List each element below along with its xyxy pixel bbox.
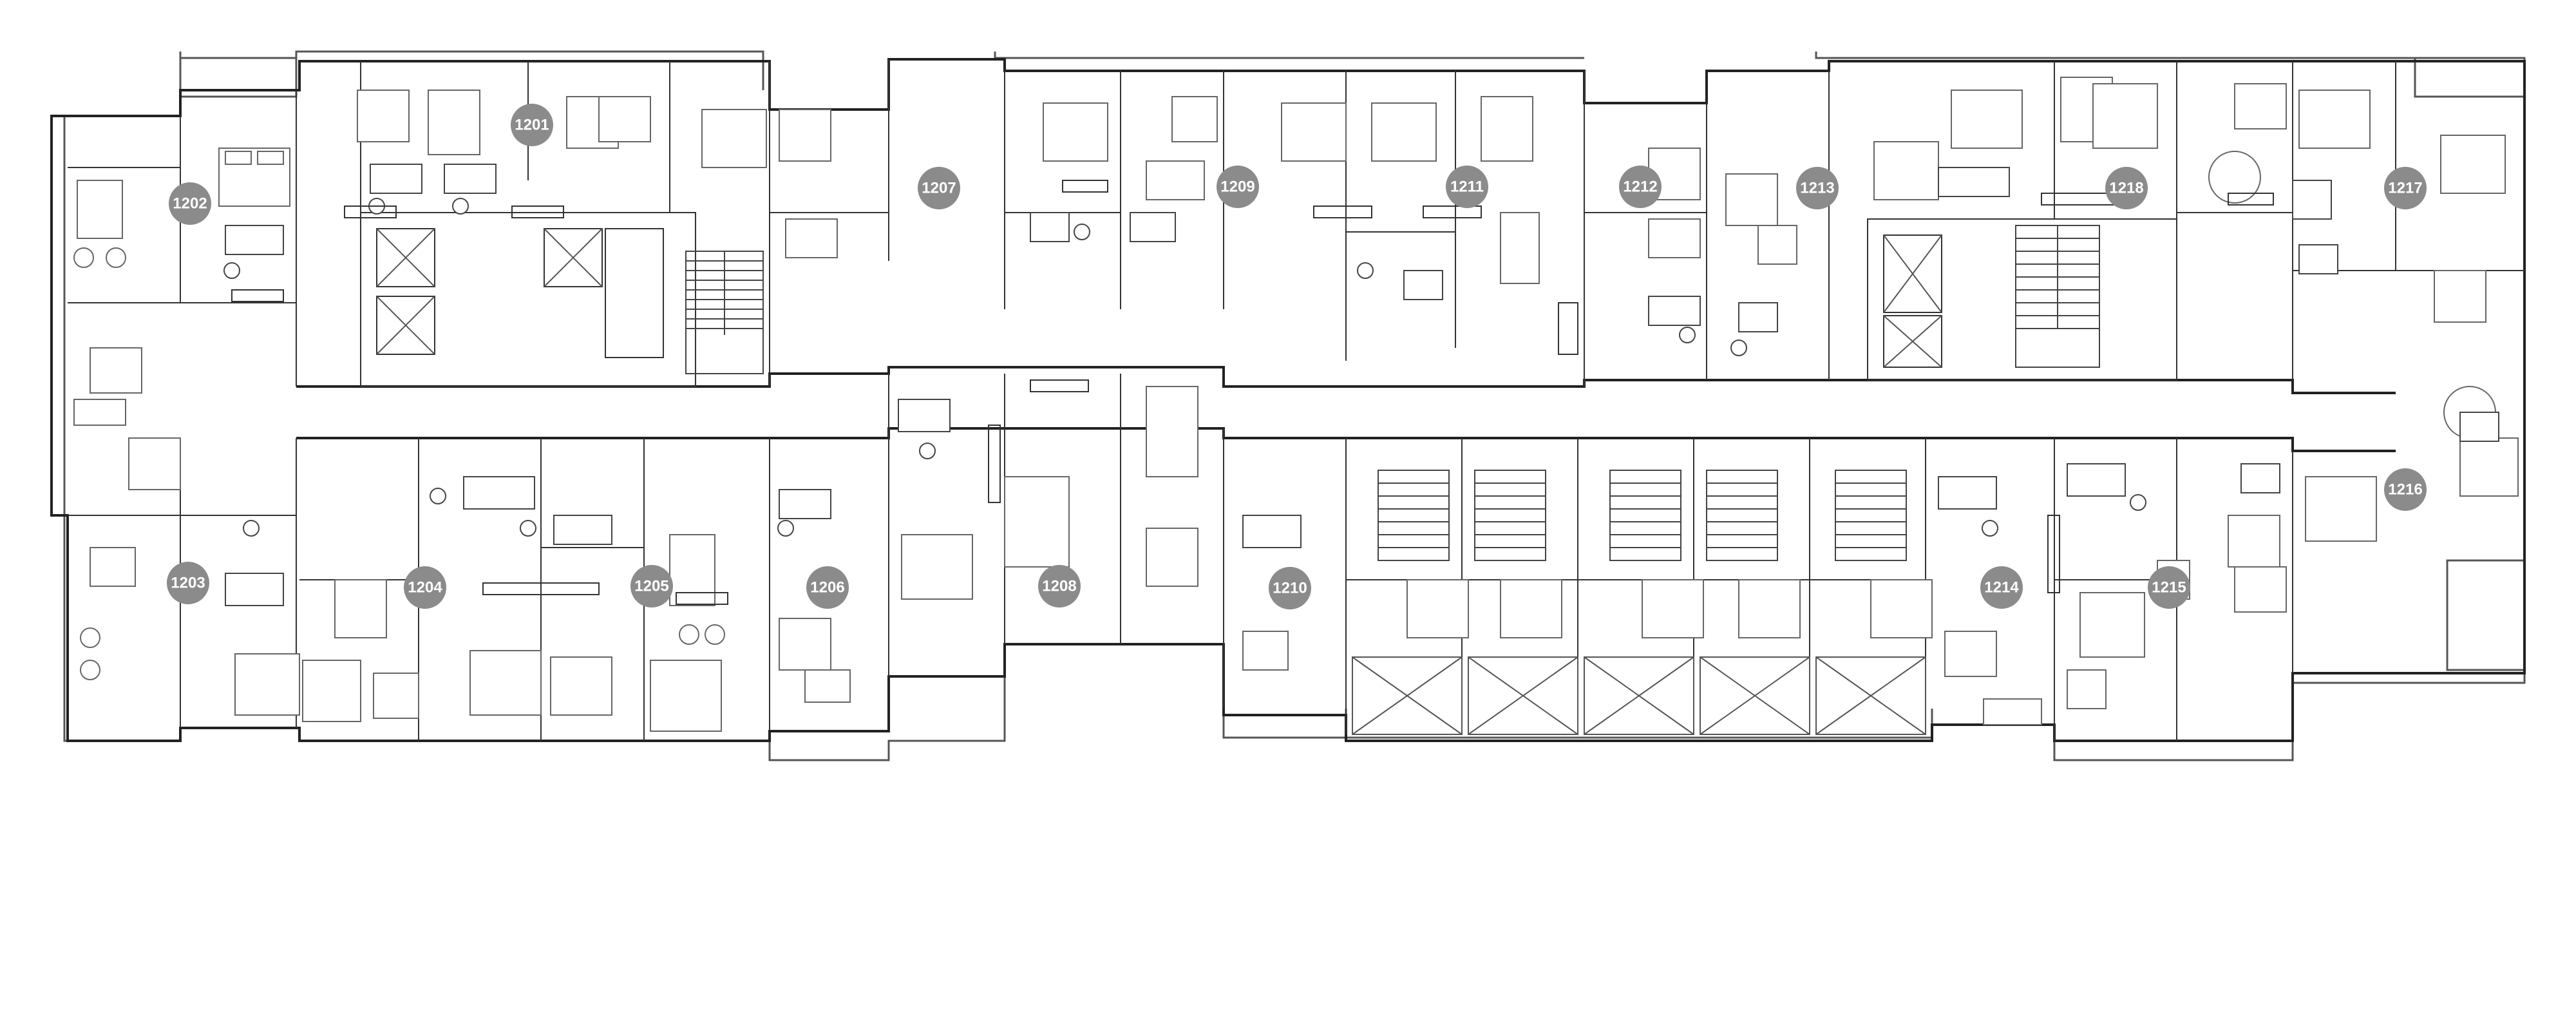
unit-number: 1206 (810, 579, 844, 597)
unit-number: 1202 (173, 195, 207, 213)
unit-1212[interactable]: 1212 (1584, 103, 1707, 387)
unit-badge[interactable] (1217, 166, 1259, 208)
unit-1208[interactable]: 1208 (889, 374, 1224, 644)
unit-badge[interactable] (2384, 167, 2427, 209)
unit-number: 1209 (1220, 178, 1255, 196)
unit-area[interactable] (68, 515, 296, 741)
unit-badge[interactable] (2105, 167, 2148, 209)
unit-area[interactable] (889, 58, 1005, 261)
unit-area[interactable] (1707, 103, 1855, 361)
unit-1201[interactable]: 1201 (511, 58, 670, 171)
unit-number: 1211 (1450, 178, 1484, 196)
unit-number: 1213 (1800, 180, 1834, 197)
unit-1209[interactable]: 1209 (1121, 58, 1346, 309)
unit-badge[interactable] (1269, 567, 1311, 609)
unit-1215[interactable]: 1215 (2054, 438, 2293, 741)
unit-1217[interactable]: 1217 (2293, 58, 2524, 271)
unit-number: 1215 (2152, 579, 2186, 597)
unit-area[interactable] (1584, 103, 1707, 387)
unit-number: 1218 (2109, 180, 2143, 197)
unit-number: 1216 (2388, 481, 2422, 499)
partitions-north (68, 59, 2524, 387)
unit-number: 1214 (1984, 579, 2019, 597)
unit-badge[interactable] (630, 565, 673, 607)
unit-1203[interactable]: 1203 (68, 515, 296, 741)
unit-badge[interactable] (169, 182, 211, 225)
unit-1211[interactable]: 1211 (1346, 58, 1584, 361)
unit-number: 1217 (2388, 180, 2422, 197)
unit-badge[interactable] (1038, 565, 1081, 607)
unit-badge[interactable] (404, 566, 446, 609)
unit-1207[interactable]: 1207 (889, 58, 1005, 261)
unit-badge[interactable] (1446, 166, 1488, 208)
unit-1205[interactable]: 1205 (541, 438, 770, 741)
unit-number: 1212 (1623, 178, 1657, 196)
unit-badge[interactable] (1619, 166, 1662, 208)
unit-badge[interactable] (167, 562, 209, 604)
unit-number: 1207 (922, 180, 956, 197)
unit-badge[interactable] (1796, 167, 1839, 209)
unit-number: 1205 (634, 578, 668, 595)
unit-1204[interactable]: 1204 (299, 438, 541, 741)
unit-area[interactable] (1346, 58, 1584, 361)
terrace-crosses (1352, 656, 1926, 735)
unit-layer: 1201 1202 1203 1204 1205 1206 1207 1208 1209 1210… (68, 58, 2524, 741)
unit-number: 1201 (515, 117, 549, 134)
beds (218, 90, 2377, 716)
core-left (360, 212, 764, 387)
core-right (1867, 218, 2177, 381)
loft-stairs (1378, 470, 1907, 561)
wardrobes (231, 180, 2274, 605)
unit-badge[interactable] (511, 104, 553, 146)
unit-area[interactable] (2054, 58, 2293, 271)
unit-1213[interactable]: 1213 (1707, 103, 1855, 361)
unit-number: 1210 (1273, 580, 1307, 597)
unit-1206[interactable]: 1206 (770, 438, 889, 741)
unit-number: 1204 (408, 579, 442, 597)
unit-badge[interactable] (2148, 566, 2190, 609)
unit-badge[interactable] (1980, 566, 2023, 609)
unit-1216[interactable]: 1216 (2293, 374, 2524, 644)
unit-badge[interactable] (2384, 468, 2427, 511)
unit-number: 1208 (1042, 578, 1076, 595)
unit-badge[interactable] (918, 167, 960, 209)
unit-area[interactable] (2293, 58, 2524, 271)
bathroom-fixtures (223, 164, 2499, 606)
unit-number: 1203 (171, 575, 205, 592)
unit-1210[interactable]: 1210 (1224, 438, 1346, 709)
unit-1218[interactable]: 1218 (2054, 58, 2293, 271)
unit-1202[interactable]: 1202 (68, 116, 296, 303)
unit-badge[interactable] (806, 566, 849, 609)
unit-1214[interactable]: 1214 (1926, 438, 2054, 741)
